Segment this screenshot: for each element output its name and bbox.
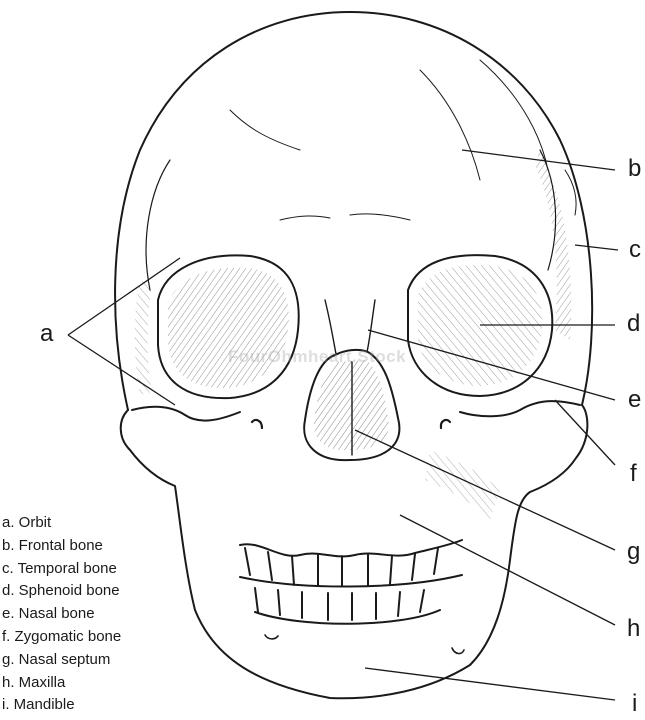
leader-c: [574, 244, 619, 251]
nasal-aperture: [303, 348, 401, 462]
leader-b: [461, 149, 616, 171]
label-e: e: [628, 386, 642, 413]
legend-item: i. Mandible: [2, 696, 75, 714]
legend: a. Orbit b. Frontal bone c. Temporal bon…: [2, 512, 121, 717]
legend-item: b. Frontal bone: [2, 536, 103, 554]
leader-a: [67, 257, 181, 406]
legend-item: h. Maxilla: [2, 673, 66, 691]
label-i: i: [632, 690, 638, 717]
legend-item: a. Orbit: [2, 514, 52, 531]
leader-g: [354, 429, 616, 551]
upper-teeth: [239, 539, 463, 558]
watermark-text: FourOhmheart.Stock: [228, 347, 407, 366]
label-g: g: [627, 538, 641, 565]
left-cheek-outline: [119, 404, 589, 700]
label-b: b: [628, 155, 642, 182]
legend-item: f. Zygomatic bone: [2, 627, 122, 645]
legend-item: c. Temporal bone: [2, 559, 117, 577]
leader-h: [399, 514, 616, 626]
label-d: d: [627, 310, 641, 337]
label-a: a: [40, 320, 54, 347]
label-h: h: [627, 615, 641, 642]
label-c: c: [629, 236, 641, 263]
cranium-outline: [114, 11, 594, 411]
legend-item: d. Sphenoid bone: [2, 582, 120, 600]
right-orbit: [407, 254, 554, 397]
leader-i: [364, 667, 616, 701]
leader-e: [367, 329, 616, 401]
legend-item: g. Nasal septum: [2, 650, 111, 668]
label-f: f: [630, 460, 637, 487]
left-orbit: [157, 254, 300, 400]
leader-f: [554, 399, 616, 466]
legend-item: e. Nasal bone: [2, 605, 95, 623]
